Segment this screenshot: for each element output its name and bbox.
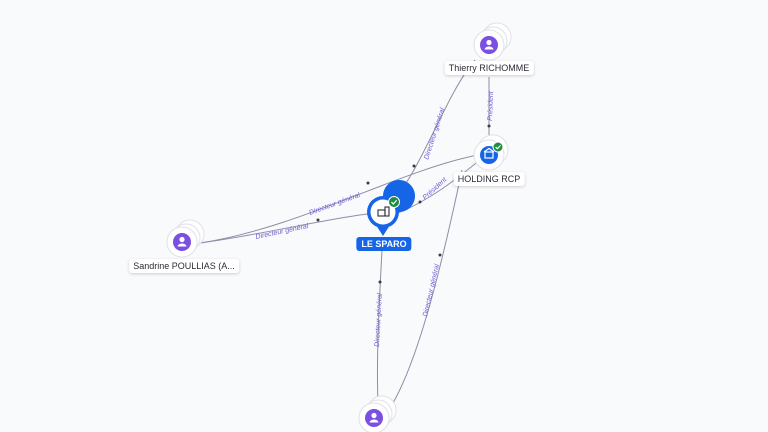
node-le-sparo[interactable] <box>367 180 415 236</box>
edge-bottom-sparo[interactable] <box>376 249 383 406</box>
person-icon <box>173 233 191 251</box>
edge-label-sandrine-holding: Directeur général <box>308 192 361 217</box>
edge-bottom-holding[interactable] <box>389 169 463 409</box>
edge-arrow <box>366 181 370 185</box>
node-label-thierry-richomme[interactable]: Thierry RICHOMME <box>444 61 534 75</box>
edge-sandrine-holding[interactable] <box>199 154 479 244</box>
edge-sandrine-sparo[interactable] <box>199 213 369 244</box>
edge-arrow <box>378 280 382 284</box>
company-icon <box>377 206 390 217</box>
edge-arrow <box>418 200 422 204</box>
edge-arrow <box>316 218 320 222</box>
node-label-holding-rcp[interactable]: HOLDING RCP <box>453 172 525 186</box>
edge-arrow <box>412 164 416 168</box>
edge-label-thierry-holding: Président <box>487 90 495 121</box>
edge-label-sandrine-sparo: Directeur général <box>255 223 309 241</box>
verified-badge-icon <box>492 141 504 153</box>
edge-label-thierry-sparo: Directeur général <box>423 107 446 161</box>
edge-label-holding-sparo: Président <box>422 176 449 202</box>
node-holding-rcp[interactable] <box>473 134 509 171</box>
person-icon <box>365 409 383 427</box>
edge-label-bottom-sparo: Directeur général <box>374 293 384 347</box>
node-label-sandrine-poullias[interactable]: Sandrine POULLIAS (A... <box>129 259 239 273</box>
node-bottom-person[interactable] <box>358 395 397 432</box>
node-label-le-sparo[interactable]: LE SPARO <box>356 237 412 251</box>
edge-arrow <box>438 253 442 257</box>
node-sandrine-poullias[interactable] <box>166 219 205 258</box>
company-icon <box>480 146 498 164</box>
node-thierry-richomme[interactable] <box>473 22 512 61</box>
verified-badge-icon <box>388 196 400 208</box>
edge-label-bottom-holding: Directeur général <box>422 263 441 317</box>
person-icon <box>480 36 498 54</box>
edge-arrow <box>487 124 491 128</box>
